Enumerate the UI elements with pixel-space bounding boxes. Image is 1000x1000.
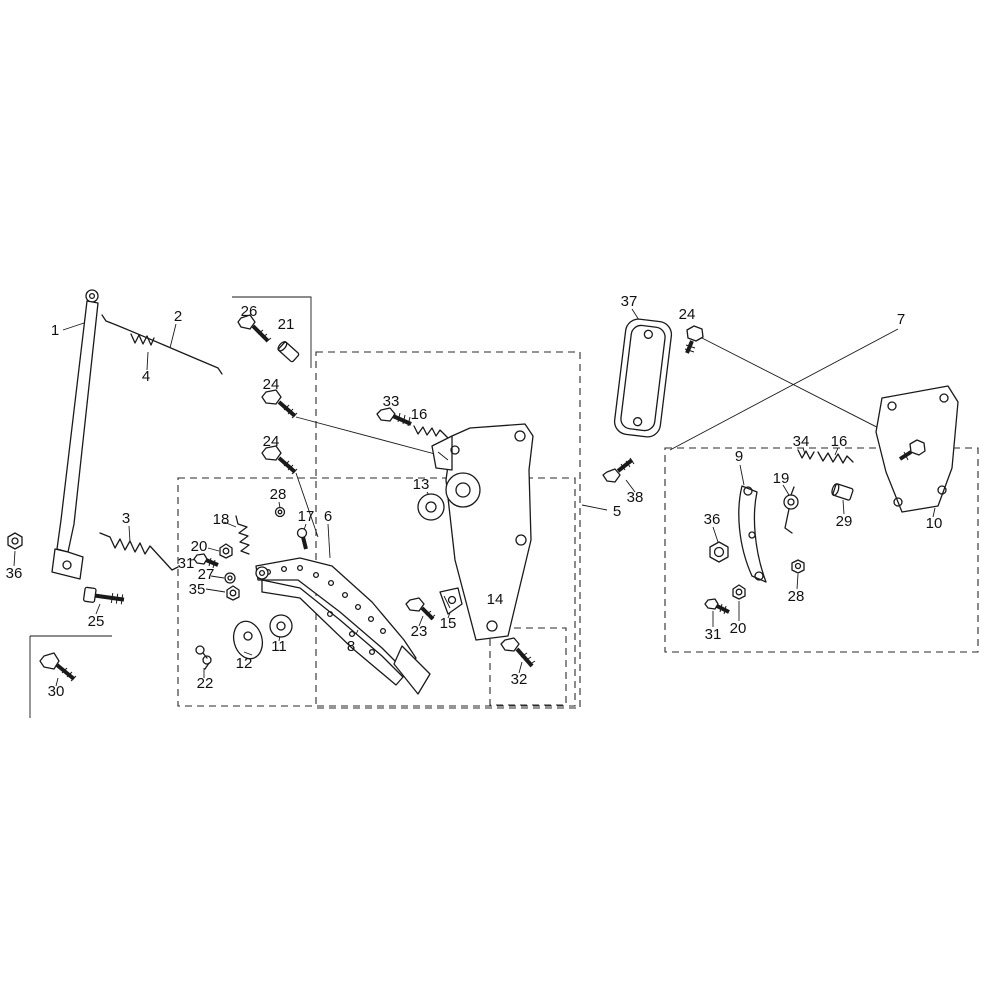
part-32-bolt xyxy=(500,637,536,668)
part-38-bolt xyxy=(602,457,635,483)
part-12-cam-disc xyxy=(232,620,264,660)
callout-11: 11 xyxy=(271,638,287,655)
callout-19: 19 xyxy=(773,470,790,487)
callout-4: 4 xyxy=(142,368,150,385)
callout-24-a: 24 xyxy=(263,376,280,393)
part-34-spring xyxy=(797,449,815,460)
part-2-rod xyxy=(101,314,223,375)
group-box-center-lower xyxy=(177,477,576,707)
part-21-sleeve xyxy=(277,341,300,363)
callout-17: 17 xyxy=(298,508,315,525)
callout-13: 13 xyxy=(413,476,430,493)
part-36-nut-right xyxy=(709,541,729,563)
callout-29: 29 xyxy=(836,513,853,530)
callout-38: 38 xyxy=(627,489,644,506)
part-24-bolt-b xyxy=(261,445,298,475)
group-box-center-upper xyxy=(315,351,581,709)
part-20-nut-center xyxy=(219,543,233,559)
callout-24-b: 24 xyxy=(263,433,280,450)
part-25-bolt xyxy=(82,586,125,605)
callout-9: 9 xyxy=(735,448,743,465)
callout-10: 10 xyxy=(926,515,943,532)
part-16-spring-center xyxy=(413,425,449,439)
part-15-bracket xyxy=(439,587,463,615)
part-22-clip xyxy=(195,645,212,670)
callout-20-a: 20 xyxy=(191,538,208,555)
part-10-plate xyxy=(875,385,959,513)
callout-8: 8 xyxy=(347,638,355,655)
part-27-washer xyxy=(224,572,236,584)
callout-14: 14 xyxy=(487,591,504,608)
callout-37: 37 xyxy=(621,293,638,310)
callout-31-a: 31 xyxy=(178,555,195,572)
callout-35: 35 xyxy=(189,581,206,598)
part-35-nut xyxy=(226,585,240,601)
callout-5: 5 xyxy=(613,503,621,520)
callout-12: 12 xyxy=(236,655,253,672)
callout-7: 7 xyxy=(897,311,905,328)
callout-21: 21 xyxy=(278,316,295,333)
part-24-bolt-a xyxy=(261,389,298,419)
part-16-spring-right xyxy=(817,451,854,464)
callout-2: 2 xyxy=(174,308,182,325)
callout-15: 15 xyxy=(440,615,457,632)
callout-31-b: 31 xyxy=(705,626,722,643)
part-9-lever xyxy=(738,485,767,583)
callout-28-b: 28 xyxy=(788,588,805,605)
part-14-plate xyxy=(431,423,534,641)
part-26-bolt xyxy=(237,314,272,343)
callout-16-a: 16 xyxy=(411,406,428,423)
part-36-nut-left xyxy=(7,532,23,550)
callout-30: 30 xyxy=(48,683,65,700)
corner-lines-bottom-left xyxy=(29,635,112,718)
part-31-bolt-right xyxy=(704,598,730,615)
bracket-lines-26-21 xyxy=(232,296,312,368)
part-24-bolt-c xyxy=(684,325,704,354)
callout-23: 23 xyxy=(411,623,428,640)
part-30-bolt xyxy=(39,652,77,682)
callout-22: 22 xyxy=(197,675,214,692)
callout-1: 1 xyxy=(51,322,59,339)
callout-25: 25 xyxy=(88,613,105,630)
part-13-washer xyxy=(417,493,445,521)
part-3-spring xyxy=(99,532,179,571)
part-1-control-lever xyxy=(51,289,99,580)
part-8-lever-rear xyxy=(261,579,404,686)
group-box-bolt32 xyxy=(489,627,567,706)
callout-33: 33 xyxy=(383,393,400,410)
part-28-nut-right xyxy=(791,559,805,574)
part-28-washer-center xyxy=(274,506,286,518)
part-4-spring xyxy=(130,333,155,346)
part-20-nut-right xyxy=(732,584,746,600)
part-17-screw xyxy=(296,527,308,550)
callout-28-a: 28 xyxy=(270,486,287,503)
callout-32: 32 xyxy=(511,671,528,688)
callout-24-c: 24 xyxy=(679,306,696,323)
callout-26: 26 xyxy=(241,303,258,320)
callout-labels: 1 2 26 21 4 24 24 33 16 37 24 7 13 28 18… xyxy=(6,293,943,700)
callout-36-a: 36 xyxy=(6,565,23,582)
part-33-bolt xyxy=(376,407,412,427)
part-29-sleeve xyxy=(831,483,854,501)
part-23-bolt xyxy=(405,597,436,621)
part-37-cover-plate xyxy=(613,318,673,438)
callout-3: 3 xyxy=(122,510,130,527)
part-31-bolt-center xyxy=(193,553,219,569)
part-19-spring xyxy=(783,486,799,534)
callout-20-b: 20 xyxy=(730,620,747,637)
part-6-lever-front xyxy=(255,557,431,695)
callout-16-b: 16 xyxy=(831,433,848,450)
part-11-washer xyxy=(269,614,293,638)
part-18-spring xyxy=(235,515,250,555)
callout-27: 27 xyxy=(198,566,215,583)
callout-34: 34 xyxy=(793,433,810,450)
callout-18: 18 xyxy=(213,511,230,528)
callout-36-b: 36 xyxy=(704,511,721,528)
callout-6: 6 xyxy=(324,508,332,525)
group-box-right xyxy=(664,447,979,653)
